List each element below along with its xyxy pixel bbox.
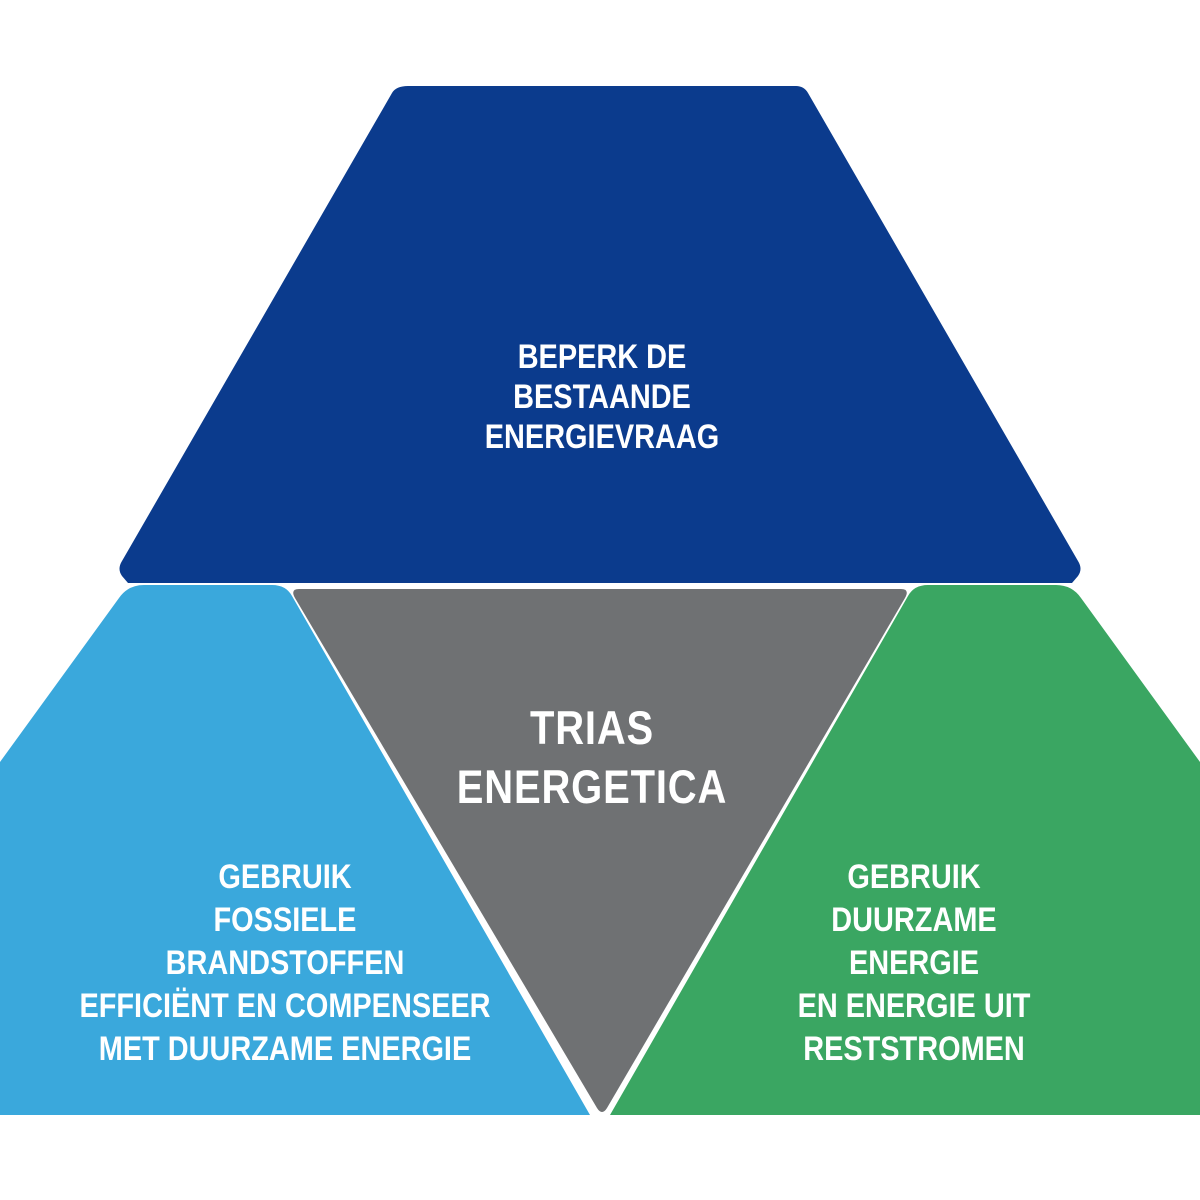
right-section-shape bbox=[610, 585, 1200, 1115]
label-line: MET DUURZAME ENERGIE bbox=[98, 1030, 472, 1068]
top-section-shape bbox=[119, 86, 1081, 583]
label-line: EFFICIËNT EN COMPENSEER bbox=[79, 987, 491, 1025]
top-section-label: BEPERK DE BESTAANDE ENERGIEVRAAG bbox=[92, 337, 1112, 457]
label-line: EN ENERGIE UIT bbox=[797, 987, 1031, 1025]
label-line: ENERGIE bbox=[848, 944, 980, 982]
label-line: RESTSTROMEN bbox=[803, 1030, 1025, 1068]
center-section-shape bbox=[293, 589, 907, 1112]
label-line: GEBRUIK bbox=[847, 858, 981, 896]
label-line: GEBRUIK bbox=[218, 858, 352, 896]
label-line: ENERGIEVRAAG bbox=[484, 418, 720, 456]
label-line: BEPERK DE bbox=[517, 338, 687, 376]
right-section-label: GEBRUIK DUURZAME ENERGIE EN ENERGIE UIT … bbox=[642, 856, 1186, 1071]
label-line: DUURZAME bbox=[831, 901, 997, 939]
label-line: ENERGETICA bbox=[456, 760, 728, 813]
label-line: FOSSIELE bbox=[213, 901, 357, 939]
center-section-label: TRIAS ENERGETICA bbox=[82, 698, 1102, 816]
label-line: TRIAS bbox=[529, 701, 655, 754]
label-line: BESTAANDE bbox=[513, 378, 691, 416]
label-line: BRANDSTOFFEN bbox=[165, 944, 405, 982]
left-section-shape bbox=[0, 585, 590, 1115]
left-section-label: GEBRUIK FOSSIELE BRANDSTOFFEN EFFICIËNT … bbox=[13, 856, 557, 1071]
